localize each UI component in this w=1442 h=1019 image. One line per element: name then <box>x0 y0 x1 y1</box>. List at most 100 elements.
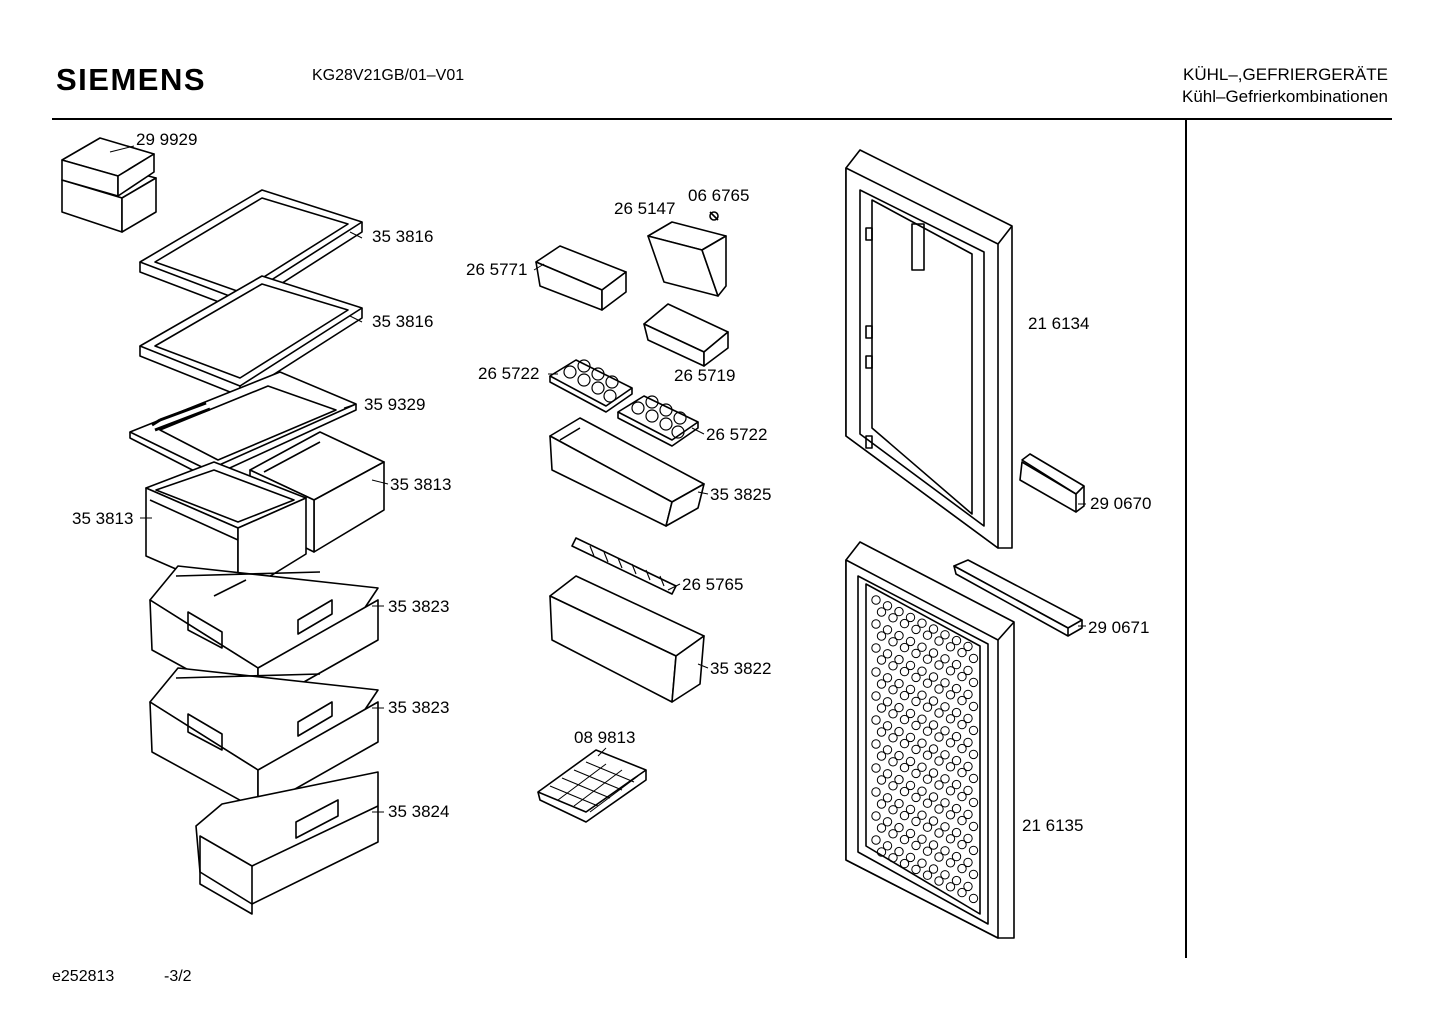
dimple <box>871 595 881 605</box>
part-label-fridge-door[interactable]: 21 6134 <box>1028 314 1090 333</box>
dimple <box>917 834 927 844</box>
part-label-freezer-door[interactable]: 21 6135 <box>1022 816 1084 835</box>
dimple <box>963 713 973 724</box>
cover-plate-drawing[interactable] <box>129 371 357 479</box>
dimple <box>876 727 887 737</box>
dimple <box>899 810 910 821</box>
dimple <box>888 853 898 863</box>
screw-drawing[interactable] <box>709 211 719 221</box>
door-shelf-1-drawing[interactable] <box>549 417 705 527</box>
dimple <box>968 701 979 712</box>
dimple <box>899 762 910 773</box>
dimple <box>934 660 944 670</box>
ice-tray-drawing[interactable] <box>537 749 647 823</box>
dimple <box>940 654 950 664</box>
part-label-glass-shelf-1[interactable]: 35 3816 <box>372 227 434 246</box>
dimple <box>888 757 898 767</box>
dimple <box>911 744 921 755</box>
cover-lid-drawing[interactable] <box>647 221 727 297</box>
dimple <box>934 804 944 814</box>
dimple <box>928 696 939 706</box>
part-label-drawer-2[interactable]: 35 3823 <box>388 698 450 717</box>
part-label-glass-shelf-2[interactable]: 35 3816 <box>372 312 434 331</box>
dimple <box>957 695 967 706</box>
dimple <box>928 624 939 634</box>
dimple <box>917 786 927 796</box>
dimple <box>928 816 939 826</box>
dimple <box>922 678 933 688</box>
part-label-handle-upper[interactable]: 29 0670 <box>1090 494 1152 513</box>
dimple <box>876 775 887 785</box>
header-rule <box>52 118 1392 120</box>
part-label-ice-tray[interactable]: 08 9813 <box>574 728 636 747</box>
drawer-3-drawing[interactable] <box>195 771 379 915</box>
part-label-drawer-1[interactable]: 35 3823 <box>388 597 450 616</box>
part-label-door-shelf-1[interactable]: 35 3825 <box>710 485 772 504</box>
dimple <box>951 827 962 838</box>
part-label-small-tray[interactable]: 26 5771 <box>466 260 528 279</box>
part-label-crisper-right[interactable]: 35 3813 <box>390 475 452 494</box>
part-label-small-bin[interactable]: 26 5719 <box>674 366 736 385</box>
dimple <box>917 666 927 676</box>
egg-tray-1-drawing[interactable] <box>549 359 633 413</box>
part-label-crisper-left[interactable]: 35 3813 <box>72 509 134 528</box>
dimple <box>882 649 893 659</box>
dimple <box>957 863 967 874</box>
dimple <box>905 708 916 719</box>
dimple <box>905 780 916 791</box>
part-label-door-shelf-2[interactable]: 35 3822 <box>710 659 772 678</box>
part-label-egg-tray-1[interactable]: 26 5722 <box>478 364 540 383</box>
drawer-2-drawing[interactable] <box>149 667 379 811</box>
small-tray-drawing[interactable] <box>535 245 627 311</box>
dimple <box>894 606 904 617</box>
dimple <box>882 793 893 803</box>
dimple <box>894 678 904 689</box>
dimple <box>957 767 967 778</box>
brand-logo: SIEMENS <box>56 62 207 97</box>
butter-box-drawing[interactable] <box>61 137 157 233</box>
freezer-door-dimples <box>871 595 979 904</box>
dimple <box>882 601 893 611</box>
part-label-cover-lid[interactable]: 26 5147 <box>614 199 676 218</box>
dimple <box>888 685 898 695</box>
dimple <box>957 839 967 850</box>
part-label-screw[interactable]: 06 6765 <box>688 186 750 205</box>
small-bin-drawing[interactable] <box>643 303 729 367</box>
handle-lower-drawing[interactable] <box>953 559 1083 637</box>
handle-upper-drawing[interactable] <box>1019 453 1085 513</box>
fridge-door-drawing[interactable] <box>845 149 1013 549</box>
category-title: KÜHL–,GEFRIERGERÄTE <box>1183 65 1388 84</box>
dimple <box>905 756 916 767</box>
door-shelf-2-drawing[interactable] <box>549 575 705 703</box>
dimple <box>940 798 950 808</box>
dimple <box>905 684 916 695</box>
dimple <box>899 834 910 845</box>
dimple <box>945 786 956 796</box>
dimple <box>911 648 921 659</box>
dimple <box>968 773 979 784</box>
dimple <box>928 792 939 802</box>
dimple <box>922 702 933 712</box>
dimple <box>882 745 893 755</box>
part-label-butter-box[interactable]: 29 9929 <box>136 130 198 149</box>
glass-shelf-2-drawing[interactable] <box>139 275 363 397</box>
dimple <box>934 732 944 742</box>
dimple <box>894 822 904 833</box>
dimple <box>934 876 944 886</box>
dimple <box>882 841 893 851</box>
part-label-egg-tray-2[interactable]: 26 5722 <box>706 425 768 444</box>
dimple <box>963 833 973 844</box>
part-label-bottle-rail[interactable]: 26 5765 <box>682 575 744 594</box>
dimple <box>968 893 979 904</box>
part-label-drawer-3[interactable]: 35 3824 <box>388 802 450 821</box>
dimple <box>940 774 950 784</box>
dimple <box>928 768 939 778</box>
freezer-door-drawing[interactable] <box>845 541 1015 939</box>
dimple <box>928 648 939 658</box>
part-label-cover-plate[interactable]: 35 9329 <box>364 395 426 414</box>
dimple <box>905 804 916 815</box>
egg-tray-2-drawing[interactable] <box>617 395 699 447</box>
dimple <box>940 846 950 856</box>
dimple <box>963 737 973 748</box>
part-label-handle-lower[interactable]: 29 0671 <box>1088 618 1150 637</box>
